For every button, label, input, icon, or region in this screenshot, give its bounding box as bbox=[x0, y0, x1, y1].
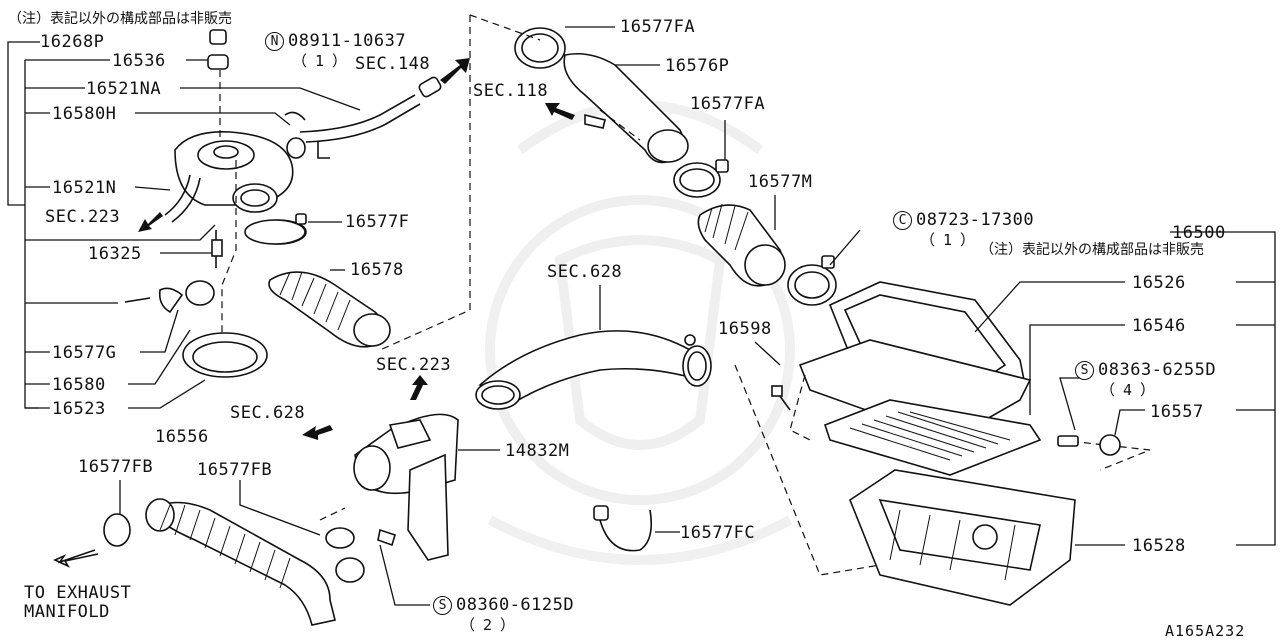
nut-symbol-icon: N bbox=[265, 32, 284, 51]
left-leader-lines bbox=[7, 41, 361, 409]
part-label-16577FC[interactable]: 16577FC bbox=[680, 523, 756, 543]
part-label-16521NA[interactable]: 16521NA bbox=[86, 79, 162, 99]
part-label-16577M[interactable]: 16577M bbox=[748, 172, 813, 192]
section-ref-sec628-left[interactable]: SEC.628 bbox=[230, 403, 306, 423]
part-label-16598[interactable]: 16598 bbox=[718, 319, 772, 339]
header-note: （注）表記以外の構成部品は非販売 bbox=[8, 11, 232, 27]
screw-symbol-icon: S bbox=[433, 596, 452, 615]
section-ref-sec223-top[interactable]: SEC.223 bbox=[45, 207, 121, 227]
grommet-ring bbox=[124, 280, 268, 378]
section-ref-sec118[interactable]: SEC.118 bbox=[473, 81, 549, 101]
fastener-number: 08360-6125D bbox=[456, 595, 575, 615]
screw-symbol-icon: S bbox=[1075, 361, 1094, 380]
section-ref-sec223-mid[interactable]: SEC.223 bbox=[376, 355, 452, 375]
part-label-16556[interactable]: 16556 bbox=[155, 427, 209, 447]
part-label-16580H[interactable]: 16580H bbox=[52, 104, 117, 124]
fastener-number: 08723-17300 bbox=[916, 210, 1035, 230]
part-label-16576P[interactable]: 16576P bbox=[665, 56, 730, 76]
part-label-16578[interactable]: 16578 bbox=[350, 260, 404, 280]
right-note: （注）表記以外の構成部品は非販売 bbox=[980, 242, 1204, 258]
part-label-16577FB-mid[interactable]: 16577FB bbox=[197, 460, 273, 480]
exhaust-note-line2: MANIFOLD bbox=[24, 602, 110, 622]
section-boundaries bbox=[379, 14, 641, 351]
part-label-16528[interactable]: 16528 bbox=[1132, 536, 1186, 556]
hose-clamp-16577F bbox=[244, 213, 307, 245]
part-label-16526[interactable]: 16526 bbox=[1132, 273, 1186, 293]
fastener-08911-qty: （1） bbox=[292, 52, 356, 70]
flex-hose-16577M bbox=[697, 203, 837, 306]
part-label-14832M[interactable]: 14832M bbox=[505, 441, 570, 461]
part-label-16521N[interactable]: 16521N bbox=[52, 178, 117, 198]
part-label-16577FA-mid[interactable]: 16577FA bbox=[690, 94, 766, 114]
direction-arrows bbox=[53, 58, 575, 568]
diagram-code: A165A232 bbox=[1165, 622, 1246, 640]
breather-hose bbox=[284, 76, 442, 159]
part-label-16577F[interactable]: 16577F bbox=[345, 212, 410, 232]
part-label-16557[interactable]: 16557 bbox=[1150, 402, 1204, 422]
fastener-number: 08363-6255D bbox=[1098, 360, 1217, 380]
exhaust-note-line1: TO EXHAUST bbox=[24, 583, 132, 603]
fastener-08723-qty: （1） bbox=[920, 231, 984, 249]
watermark-emblem bbox=[485, 100, 795, 565]
fastener-08363-qty: （4） bbox=[1100, 381, 1164, 399]
fastener-number: 08911-10637 bbox=[288, 31, 407, 51]
part-label-16536[interactable]: 16536 bbox=[112, 51, 166, 71]
clamp-16577FC bbox=[593, 505, 653, 552]
part-label-16325[interactable]: 16325 bbox=[88, 244, 142, 264]
part-label-16580[interactable]: 16580 bbox=[52, 375, 106, 395]
intake-duct bbox=[514, 27, 729, 198]
air-flow-meter bbox=[319, 413, 459, 561]
part-label-16577FA-top[interactable]: 16577FA bbox=[620, 17, 696, 37]
clip-symbol-icon: C bbox=[893, 211, 912, 230]
right-leader-lines bbox=[119, 26, 1276, 606]
part-label-16546[interactable]: 16546 bbox=[1132, 316, 1186, 336]
air-cleaner-assembly bbox=[734, 281, 1151, 606]
part-label-16523[interactable]: 16523 bbox=[52, 399, 106, 419]
section-ref-sec148[interactable]: SEC.148 bbox=[355, 54, 431, 74]
exhaust-duct-hose bbox=[103, 498, 396, 626]
part-label-16268P[interactable]: 16268P bbox=[40, 32, 105, 52]
part-label-16577FB-left[interactable]: 16577FB bbox=[78, 457, 154, 477]
fastener-08360-qty: （2） bbox=[460, 616, 524, 634]
part-label-16500[interactable]: 16500 bbox=[1172, 223, 1226, 243]
section-ref-sec628-top[interactable]: SEC.628 bbox=[547, 262, 623, 282]
resonator-assembly bbox=[164, 29, 294, 352]
part-label-16577G[interactable]: 16577G bbox=[52, 343, 117, 363]
center-air-hose bbox=[475, 330, 712, 410]
